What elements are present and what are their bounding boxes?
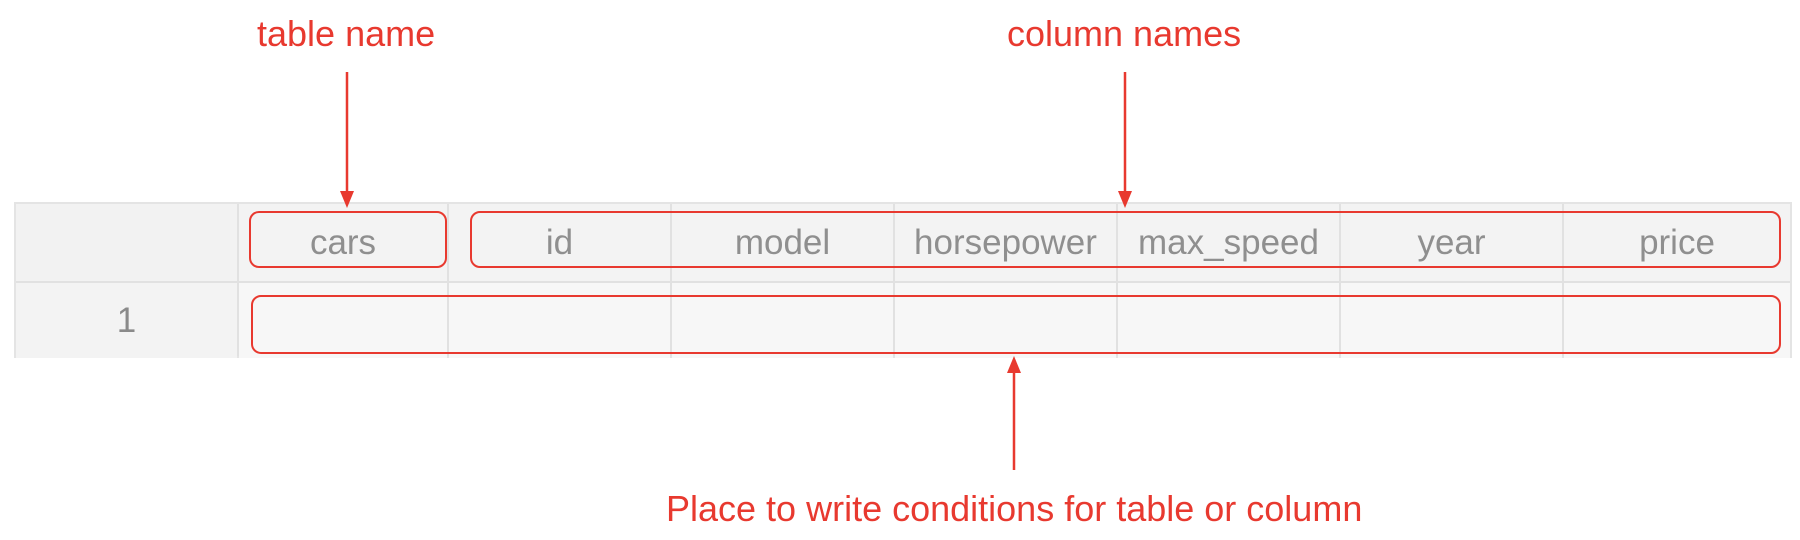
grid-corner: [16, 204, 237, 281]
column-divider: [237, 204, 239, 356]
condition-cell-max-speed[interactable]: [1118, 283, 1339, 358]
column-max-speed[interactable]: max_speed: [1118, 204, 1339, 281]
condition-cell-year[interactable]: [1341, 283, 1562, 358]
conditions-annotation: Place to write conditions for table or c…: [666, 488, 1363, 529]
column-model[interactable]: model: [672, 204, 893, 281]
column-names-annotation: column names: [1007, 13, 1242, 54]
query-grid: cars id model horsepower max_speed year …: [14, 202, 1792, 358]
down-arrow-icon: [1118, 72, 1132, 208]
table-name-cell[interactable]: cars: [239, 204, 447, 281]
column-divider: [1562, 204, 1564, 356]
column-divider: [447, 204, 449, 356]
column-id[interactable]: id: [449, 204, 670, 281]
column-divider: [670, 204, 672, 356]
row-number: 1: [16, 283, 237, 358]
condition-cell-horsepower[interactable]: [895, 283, 1116, 358]
column-divider: [893, 204, 895, 356]
condition-cell-table[interactable]: [239, 283, 447, 358]
down-arrow-icon: [340, 72, 354, 208]
condition-cell-price[interactable]: [1564, 283, 1790, 358]
up-arrow-icon: [1007, 356, 1021, 470]
column-year[interactable]: year: [1341, 204, 1562, 281]
table-name-annotation: table name: [257, 13, 436, 54]
header-divider: [16, 281, 1790, 283]
column-horsepower[interactable]: horsepower: [895, 204, 1116, 281]
column-price[interactable]: price: [1564, 204, 1790, 281]
column-divider: [1116, 204, 1118, 356]
column-divider: [1339, 204, 1341, 356]
condition-cell-model[interactable]: [672, 283, 893, 358]
condition-cell-id[interactable]: [449, 283, 670, 358]
